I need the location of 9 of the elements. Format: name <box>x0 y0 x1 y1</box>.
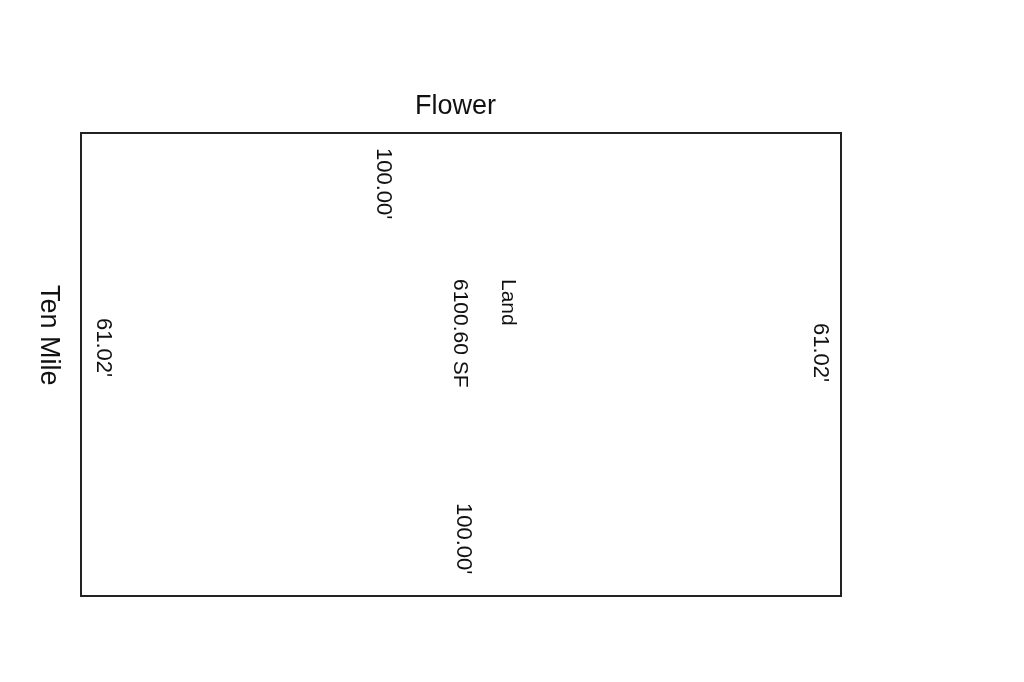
dimension-label: 100.00' <box>453 503 475 575</box>
land-use-label: Land <box>497 279 522 328</box>
dimension-label: 61.02' <box>810 323 832 383</box>
lot-outline <box>80 132 842 597</box>
dimension-label: 61.02' <box>93 318 115 378</box>
area-label: 6100.60 SF <box>449 279 474 388</box>
street-name: Flower <box>415 92 496 119</box>
street-name: Ten Mile <box>36 285 63 386</box>
dimension-label: 100.00' <box>373 148 395 220</box>
